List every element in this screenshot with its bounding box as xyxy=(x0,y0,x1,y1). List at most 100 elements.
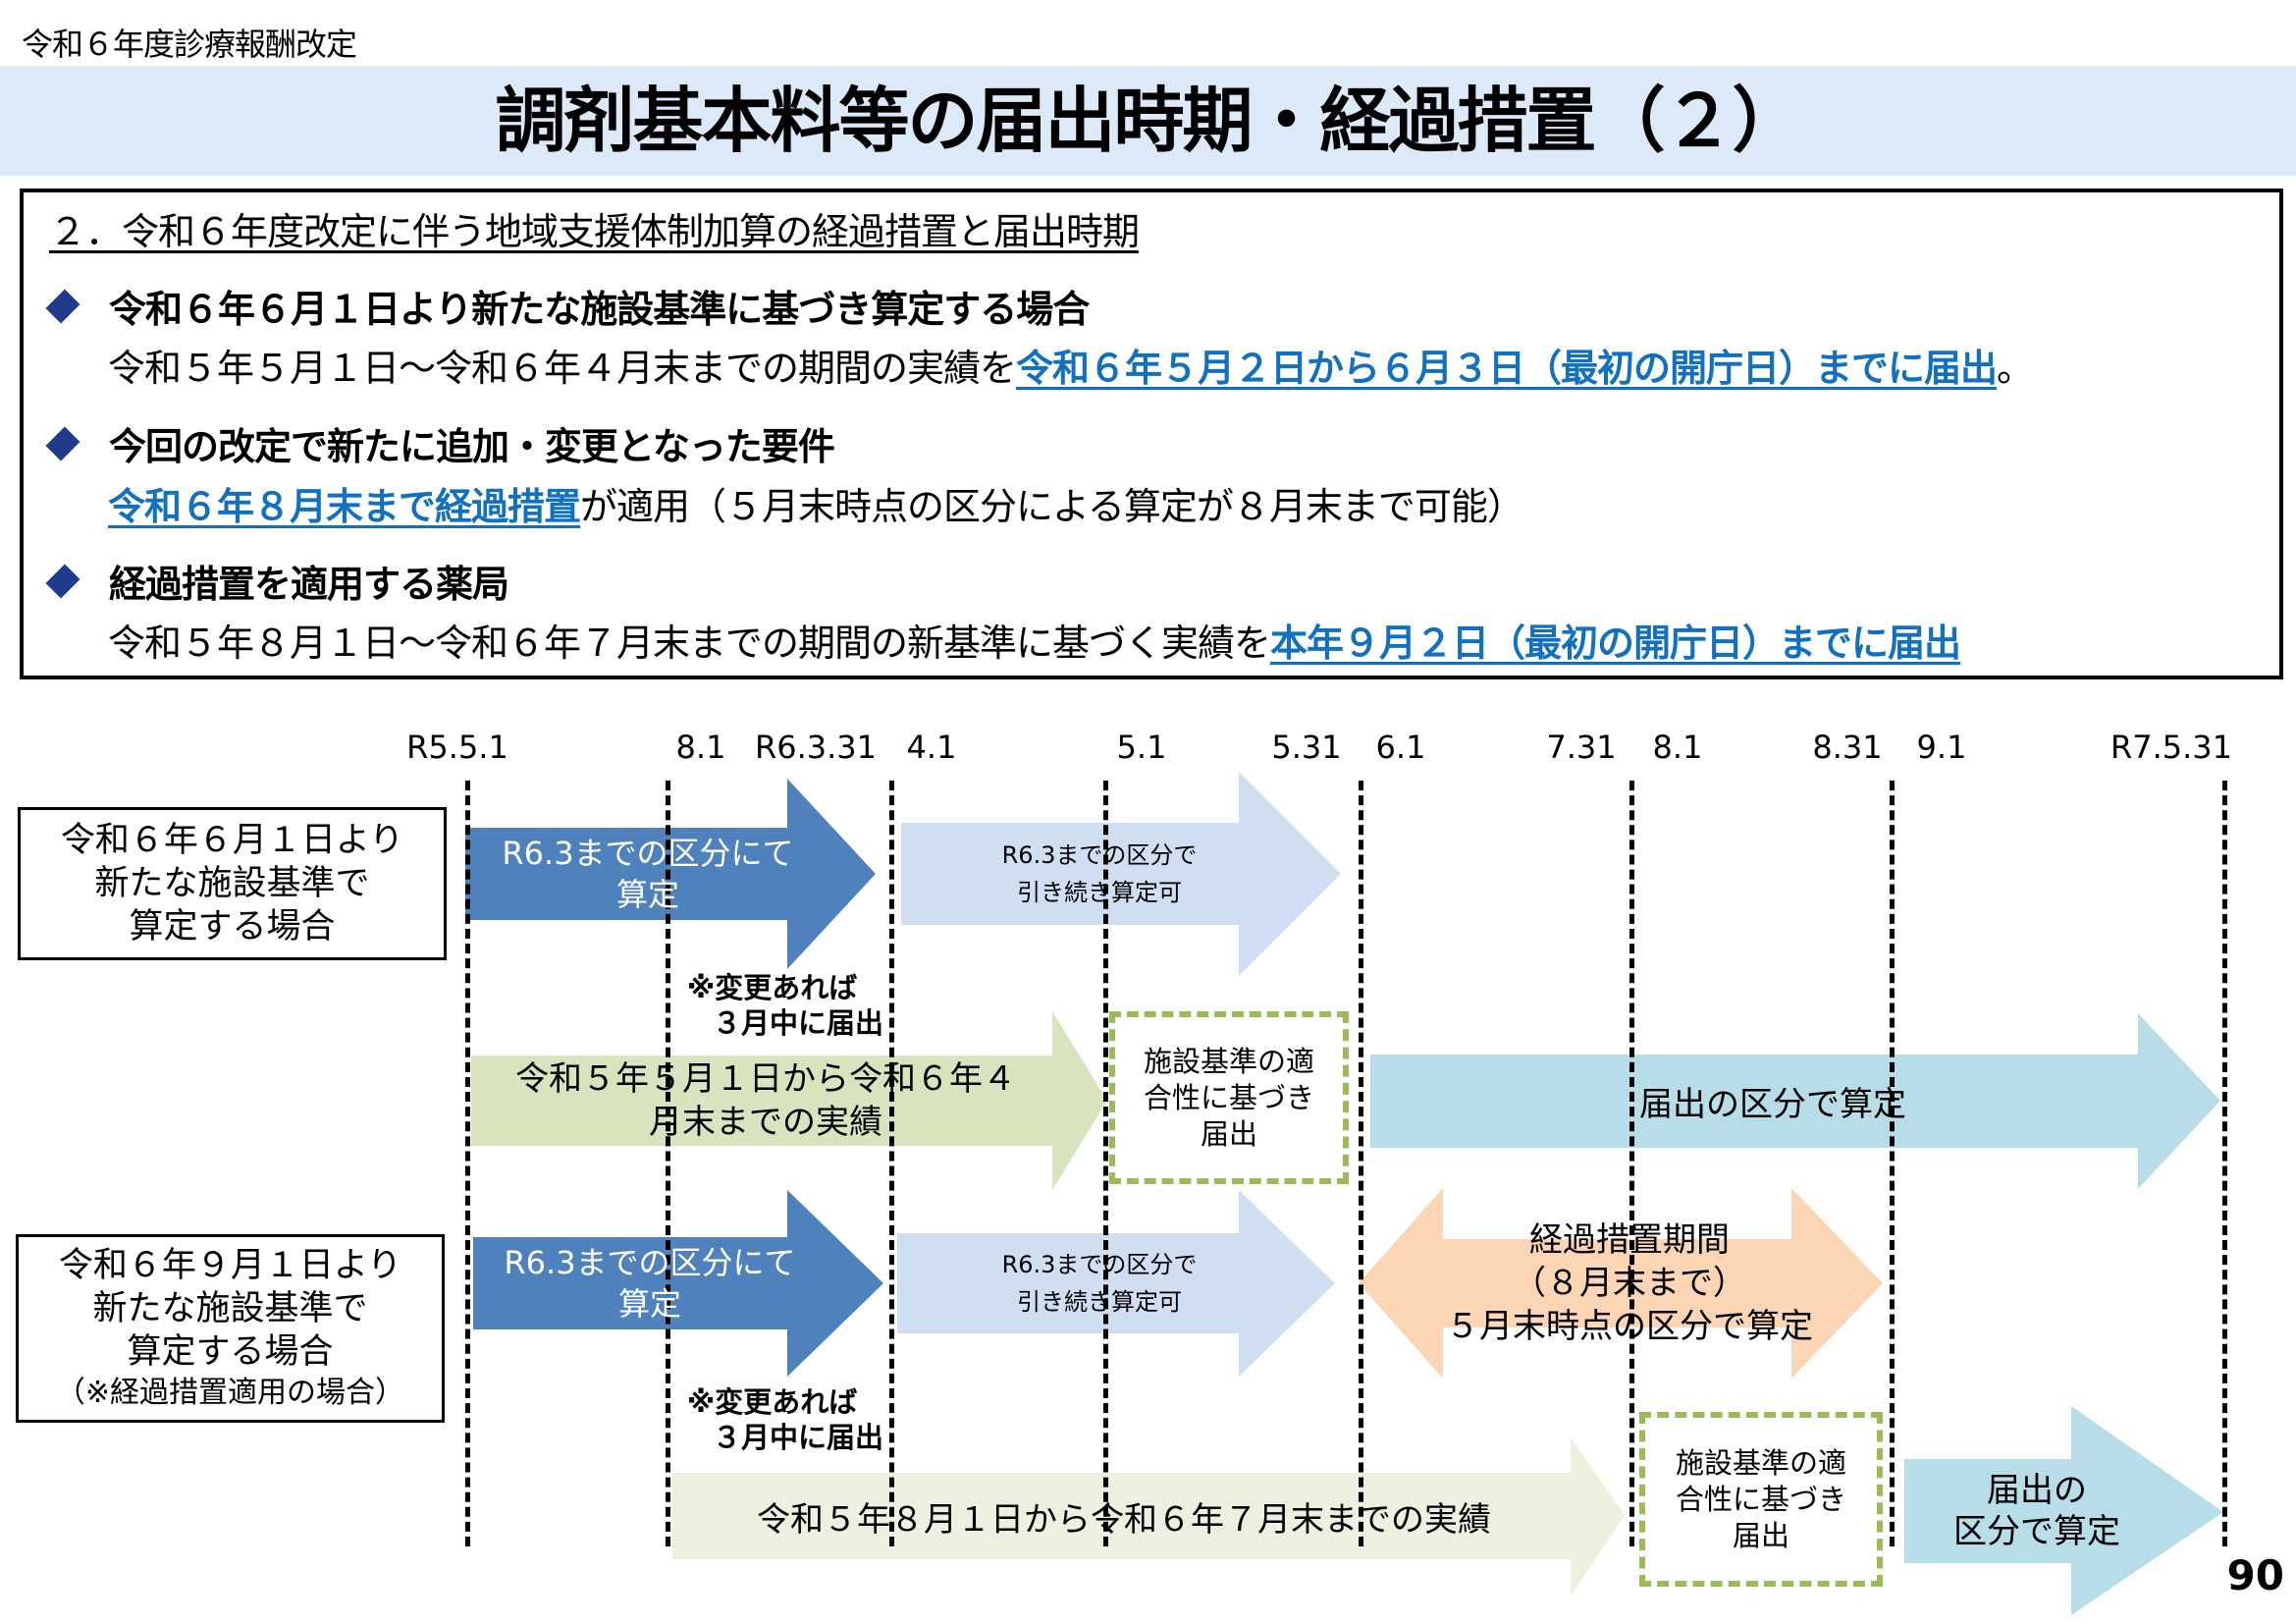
arrow-text-line: 令和５年８月１日から令和６年７月末までの実績 xyxy=(757,1499,1491,1540)
page-title: 調剤基本料等の届出時期・経過措置（２） xyxy=(495,80,1802,162)
arrow-transition-case2 xyxy=(1359,1188,1883,1379)
highlight-transition: 令和６年８月末まで経過措置 xyxy=(108,485,581,528)
summary-heading: ２．令和６年度改定に伴う地域支援体制加算の経過措置と届出時期 xyxy=(49,210,1140,253)
case1-label-line: 算定する場合 xyxy=(129,907,336,947)
filing-line: 施設基準の適 xyxy=(1675,1445,1846,1480)
filing-line: 届出 xyxy=(1200,1116,1257,1151)
arrow-text-line: 算定 xyxy=(615,876,679,913)
bullet-text: 経過措置を適用する薬局 xyxy=(109,563,509,606)
arrow-text-line: R6.3までの区分で xyxy=(1001,1251,1198,1278)
highlight-deadline: 本年９月２日（最初の開庁日）までに届出 xyxy=(1270,622,1961,665)
detail-text: 令和５年８月１日～令和６年７月末までの期間の新基準に基づく実績を xyxy=(108,622,1271,665)
bullet-item-1: 令和６年６月１日より新たな施設基準に基づき算定する場合 xyxy=(44,279,1090,333)
arrow-text-line: 令和５年５月１日から令和６年４ xyxy=(515,1059,1016,1099)
case1-change-note: ※変更あれば ３月中に届出 xyxy=(687,970,884,1041)
date-label-r5-5-1: R5.5.1 xyxy=(406,729,508,766)
arrow-text-line: R6.3までの区分で xyxy=(1001,841,1198,869)
arrow-continue-case2 xyxy=(897,1190,1335,1377)
timeline-line-5-31 xyxy=(1359,781,1363,1546)
case2-filing-box: 施設基準の適 合性に基づき 届出 xyxy=(1639,1412,1883,1587)
date-label-r7-5-31: R7.5.31 xyxy=(2109,729,2233,766)
arrow-text-line: （８月末まで） xyxy=(1513,1264,1746,1303)
note-line: ３月中に届出 xyxy=(713,1421,884,1454)
arrow-result-case2-text: 届出の 区分で算定 xyxy=(1909,1459,2164,1563)
date-label-7-31: 7.31 xyxy=(1546,729,1617,766)
case1-label-box: 令和６年６月１日より 新たな施設基準で 算定する場合 xyxy=(18,807,447,960)
arrow-transition-case2-text: 経過措置期間 （８月末まで） ５月末時点の区分で算定 xyxy=(1374,1210,1885,1357)
timeline-line-8-1 xyxy=(666,781,670,1546)
date-label-4-1: 4.1 xyxy=(906,729,957,766)
detail-text: 令和５年５月１日～令和６年４月末までの期間の実績を xyxy=(108,347,1017,390)
title-bar xyxy=(0,66,2296,176)
date-label-5-31: 5.31 xyxy=(1271,729,1342,766)
note-line: ３月中に届出 xyxy=(713,1006,884,1040)
case2-label-note: （※経過措置適用の場合） xyxy=(55,1376,405,1410)
filing-line: 届出 xyxy=(1732,1518,1789,1552)
note-line: ※変更あれば xyxy=(687,1385,858,1419)
timeline-line-7-31 xyxy=(1629,781,1634,1546)
arrow-text-line: 経過措置期間 xyxy=(1529,1220,1730,1260)
arrow-continue-case1 xyxy=(901,772,1341,976)
arrow-text-line: 届出の区分で算定 xyxy=(1639,1085,1906,1124)
arrow-result-case2 xyxy=(1904,1406,2223,1615)
arrow-text-line: 月末までの実績 xyxy=(649,1103,882,1142)
arrow-text-line: 届出の xyxy=(1987,1471,2087,1510)
arrow-continue-case2-text: R6.3までの区分で 引き続き算定可 xyxy=(923,1233,1276,1333)
arrow-r63-case2 xyxy=(473,1190,883,1377)
case1-filing-box: 施設基準の適 合性に基づき 届出 xyxy=(1109,1011,1349,1184)
bullet-text: 今回の改定で新たに追加・変更となった要件 xyxy=(109,425,835,468)
case2-label-line: 令和６年９月１日より xyxy=(58,1246,402,1285)
arrow-text-line: 引き続き算定可 xyxy=(1017,1288,1182,1316)
arrow-record-case2-text: 令和５年８月１日から令和６年７月末までの実績 xyxy=(677,1473,1571,1559)
date-label-6-1: 6.1 xyxy=(1375,729,1426,766)
bullet-detail-3: 令和５年８月１日～令和６年７月末までの期間の新基準に基づく実績を本年９月２日（最… xyxy=(108,613,1961,667)
timeline-line-r5-5-1 xyxy=(465,781,470,1546)
arrow-text-line: 算定 xyxy=(617,1285,681,1323)
arrow-result-case1 xyxy=(1370,1013,2220,1189)
arrow-continue-case1-text: R6.3までの区分で 引き続き算定可 xyxy=(923,823,1276,925)
arrow-record-case1-text: 令和５年５月１日から令和６年４ 月末までの実績 xyxy=(471,1056,1060,1146)
bullet-detail-2: 令和６年８月末まで経過措置が適用（５月末時点の区分による算定が８月末まで可能） xyxy=(108,476,1524,530)
date-label-8-1b: 8.1 xyxy=(1652,729,1703,766)
timeline-line-r6-3-31 xyxy=(889,781,894,1546)
arrow-r63-case1-text: R6.3までの区分にて 算定 xyxy=(471,828,825,920)
timeline-line-5-1 xyxy=(1103,781,1108,1546)
note-line: ※変更あれば xyxy=(687,971,858,1004)
detail-text-end: 。 xyxy=(1997,347,2034,390)
arrow-text-line: 区分で算定 xyxy=(1953,1512,2120,1551)
arrow-text-line: R6.3までの区分にて xyxy=(502,835,794,872)
date-label-9-1: 9.1 xyxy=(1916,729,1967,766)
date-label-8-1: 8.1 xyxy=(675,729,726,766)
filing-line: 合性に基づき xyxy=(1675,1482,1846,1516)
timeline-line-r7-5-31 xyxy=(2222,781,2227,1546)
timeline-line-8-31 xyxy=(1890,781,1895,1546)
bullet-item-3: 経過措置を適用する薬局 xyxy=(44,554,509,608)
arrow-r63-case1 xyxy=(465,779,876,969)
summary-box xyxy=(20,189,2283,679)
filing-line: 合性に基づき xyxy=(1143,1080,1314,1114)
page-number: 90 xyxy=(2226,1551,2284,1599)
date-label-8-31: 8.31 xyxy=(1812,729,1883,766)
arrow-text-line: 引き続き算定可 xyxy=(1017,879,1182,906)
section-kicker: 令和６年度診療報酬改定 xyxy=(22,26,357,63)
date-label-5-1: 5.1 xyxy=(1116,729,1167,766)
arrow-record-case2 xyxy=(672,1437,1625,1597)
arrow-r63-case2-text: R6.3までの区分にて 算定 xyxy=(473,1237,827,1329)
case2-label-box: 令和６年９月１日より 新たな施設基準で 算定する場合 （※経過措置適用の場合） xyxy=(16,1234,445,1423)
case1-label-line: 新たな施設基準で xyxy=(94,864,370,903)
case2-label-line: 新たな施設基準で xyxy=(92,1289,368,1328)
date-label-r6-3-31: R6.3.31 xyxy=(754,729,878,766)
filing-line: 施設基準の適 xyxy=(1143,1044,1314,1078)
detail-text-end: が適用（５月末時点の区分による算定が８月末まで可能） xyxy=(580,485,1524,528)
arrow-text-line: ５月末時点の区分で算定 xyxy=(1446,1307,1813,1346)
arrow-record-case1 xyxy=(471,1011,1107,1190)
arrow-result-case1-text: 届出の区分で算定 xyxy=(1370,1055,2175,1148)
case1-label-line: 令和６年６月１日より xyxy=(60,821,404,860)
bullet-item-2: 今回の改定で新たに追加・変更となった要件 xyxy=(44,416,835,470)
case2-label-line: 算定する場合 xyxy=(127,1332,334,1372)
highlight-deadline: 令和６年５月２日から６月３日（最初の開庁日）までに届出 xyxy=(1016,347,1998,390)
case2-change-note: ※変更あれば ３月中に届出 xyxy=(687,1384,884,1455)
bullet-detail-1: 令和５年５月１日～令和６年４月末までの期間の実績を令和６年５月２日から６月３日（… xyxy=(108,338,2034,392)
bullet-text: 令和６年６月１日より新たな施設基準に基づき算定する場合 xyxy=(109,288,1090,331)
